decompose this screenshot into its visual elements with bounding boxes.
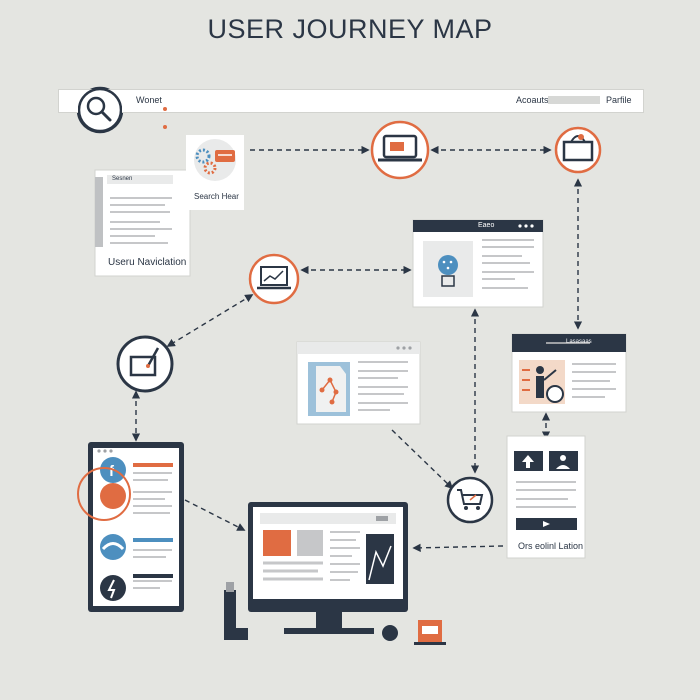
shopping-bag-icon — [562, 140, 594, 162]
analytics-node[interactable] — [248, 253, 300, 305]
navigation-card-header: Sesnen — [112, 176, 133, 182]
video-icon — [100, 483, 126, 509]
chat-bubble-icon — [215, 150, 235, 162]
search-hear-label: Search Hear — [194, 192, 239, 201]
laptop-icon — [382, 134, 418, 159]
search-bar[interactable] — [58, 89, 644, 113]
accounts-link[interactable]: Acoauts — [516, 95, 549, 105]
mobile-device[interactable]: f — [77, 442, 184, 612]
location-label: Ors eolinl Lation — [518, 541, 584, 551]
chat-icon — [100, 534, 126, 560]
svg-text:f: f — [109, 463, 115, 480]
gear-icon — [195, 148, 211, 164]
tool-node[interactable] — [116, 335, 174, 393]
play-icon — [543, 521, 550, 527]
map-pin-icon — [319, 377, 339, 405]
info-card-header: Eaeo — [478, 222, 495, 229]
chart-monitor-icon — [260, 266, 288, 286]
search-field[interactable] — [548, 96, 600, 104]
location-info-card[interactable] — [506, 435, 586, 559]
person-icon — [536, 366, 544, 374]
tool-icon — [129, 355, 157, 377]
cart-node[interactable] — [446, 476, 494, 524]
page-title: USER JOURNEY MAP — [207, 14, 493, 44]
bolt-icon — [100, 575, 126, 601]
connector-map-to-cart — [391, 429, 454, 490]
navigation-card[interactable] — [94, 169, 191, 277]
navigation-label: Useru Naviclation — [108, 257, 187, 268]
gear-icon — [203, 161, 217, 175]
bag-icon — [414, 620, 446, 645]
lightbulb-icon — [438, 255, 458, 275]
map-card[interactable] — [296, 341, 421, 425]
connector-chart-to-tool — [166, 294, 254, 347]
mouse-icon — [382, 625, 398, 641]
product-card-header: Lasasaas — [566, 339, 592, 345]
connectors — [131, 145, 583, 553]
search-hear-card[interactable] — [186, 135, 244, 210]
connector-info-to-desktop — [412, 543, 504, 553]
product-card[interactable] — [511, 333, 627, 413]
profile-link[interactable]: Parfile — [606, 95, 632, 105]
idea-card[interactable] — [412, 219, 544, 308]
stylus-icon — [224, 582, 248, 640]
connector-mobile-to-desktop — [184, 499, 246, 531]
upload-arrow-icon — [522, 455, 534, 468]
laptop-node[interactable] — [370, 120, 430, 180]
user-icon — [560, 455, 566, 461]
shopping-cart-icon — [457, 489, 484, 505]
magnifier-icon[interactable] — [78, 88, 122, 132]
desktop-monitor[interactable] — [248, 502, 408, 634]
dots-icon — [163, 98, 173, 129]
search-bar-text: Wonet — [136, 95, 162, 105]
shop-node[interactable] — [554, 126, 602, 174]
